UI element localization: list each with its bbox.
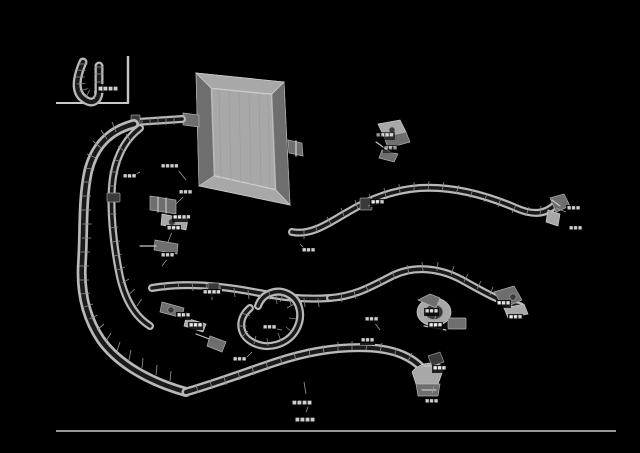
callout-label: ■■■ <box>232 356 248 364</box>
callout-label: ■■■■ <box>375 132 395 140</box>
callout-label: ■■■ <box>370 199 386 207</box>
callout-label: ■■■ <box>160 252 176 260</box>
upper-right-detail-part <box>375 119 411 163</box>
callout-label: ■■■ <box>122 173 138 181</box>
callout-label: ■■■ <box>428 322 444 330</box>
callout-label: ■■■ <box>176 312 192 320</box>
callout-label: ■■■ <box>166 225 182 233</box>
lower-right-connector <box>411 351 445 397</box>
callout-label: ■■■ <box>508 314 524 322</box>
center-horizontal-hose <box>148 280 334 308</box>
callout-label: ■■■ <box>568 225 584 233</box>
center-loop-hose <box>237 287 305 350</box>
callout-label: ■■■ <box>360 337 376 345</box>
callout-label: ■■■ <box>178 189 194 197</box>
callout-label: ■■■ <box>262 324 278 332</box>
callout-label: ■■■■ <box>172 214 192 222</box>
upper-right-s-hose <box>288 180 560 239</box>
inset-j-hose <box>72 57 104 107</box>
lower-center-hose <box>181 340 427 397</box>
callout-label: ■■■ <box>301 247 317 255</box>
radiator-core <box>182 72 304 206</box>
left-inner-hose <box>106 124 154 330</box>
left-vertical-hose <box>76 119 191 397</box>
callout-label: ■■■ <box>432 365 448 373</box>
callout-label: ■■■■ <box>202 289 222 297</box>
callout-label: ■■■■ <box>291 398 314 407</box>
callout-label: ■■■■ <box>160 163 180 171</box>
callout-label: ■■■■ <box>294 415 317 424</box>
callout-label: ■■■ <box>566 205 582 213</box>
right-terminal-fitting <box>545 193 571 227</box>
mid-right-hose <box>326 261 524 310</box>
callout-label: ■■■ <box>383 145 399 153</box>
callout-label: ■■■ <box>424 308 440 316</box>
callout-label: ■■■ <box>364 316 380 324</box>
callout-label: ■■■ <box>496 300 512 308</box>
detail-inset-frame <box>56 56 130 104</box>
callout-label: ■■■■ <box>97 84 120 93</box>
callout-label: ■■■ <box>188 322 204 330</box>
callout-label: ■■■ <box>424 398 440 406</box>
